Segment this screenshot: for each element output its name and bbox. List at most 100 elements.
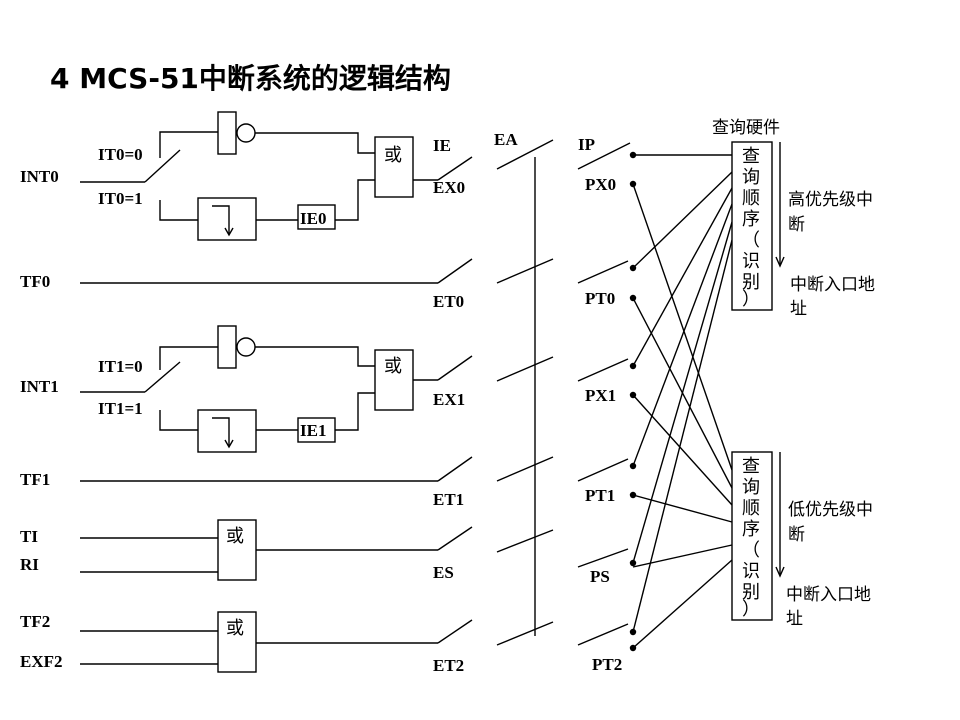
label-ie: IE [433,136,451,155]
ie0-flag-label: IE0 [300,209,326,228]
poll-box-high-text: 查 询 顺 序 （ 识 别 ） [742,146,760,310]
it1-switch [144,361,181,393]
ie1-flag-box [297,417,336,443]
high-priority-label-2: 断 [788,215,805,235]
label-it1-0: IT1=0 [98,357,143,376]
poll-low-arrow-head [775,566,785,578]
int0-inverter [217,111,237,155]
label-ea: EA [494,130,518,149]
it0-switch [144,149,181,183]
ie1-flag-label: IE1 [300,421,326,440]
ex1-switch [437,355,473,381]
svg-text:别: 别 [742,272,760,293]
or-gate-timer2-label: 或 [226,618,244,639]
or-gate-serial-label: 或 [226,526,244,547]
svg-text:识: 识 [742,251,760,272]
int0-inverter-out [255,132,375,154]
label-ps: PS [590,567,610,586]
int1-inverter-bubble [236,337,256,357]
int0-edge-path [159,200,198,221]
svg-text:别: 别 [742,582,760,603]
ie0-out [335,179,375,221]
low-entry-label-2: 址 [786,609,803,629]
svg-text:查: 查 [742,456,760,477]
low-priority-label-1: 低优先级中 [788,500,873,520]
high-entry-label-1: 中断入口地 [790,275,875,295]
label-et1: ET1 [433,490,464,509]
source-ti: TI [20,527,38,546]
int0-inverter-bubble [236,123,256,143]
or-gate-int0 [374,136,414,198]
int1-edge-detector [197,409,257,453]
et0-switch [437,258,473,284]
label-pt0: PT0 [585,289,615,308]
es-switch [437,526,473,551]
svg-text:序: 序 [742,519,760,540]
source-ri: RI [20,555,39,574]
source-tf1: TF1 [20,470,50,489]
et1-switch [437,456,473,482]
or-gate-int0-label: 或 [384,145,402,166]
source-tf2: TF2 [20,612,50,631]
int1-inverter [217,325,237,369]
poll-box-low-text: 查 询 顺 序 （ 识 别 ） [742,456,760,620]
high-priority-label-1: 高优先级中 [788,190,873,210]
source-exf2: EXF2 [20,652,63,671]
label-ip: IP [578,135,595,154]
label-ex1: EX1 [433,390,465,409]
label-pt2: PT2 [592,655,622,674]
label-es: ES [433,563,454,582]
priority-contacts [629,151,637,652]
low-priority-label-2: 断 [788,525,805,545]
ie1-out [335,392,375,431]
svg-text:查: 查 [742,146,760,167]
svg-text:）: ） [742,599,760,620]
int1-falling-edge-symbol [212,417,230,446]
priority-switches [577,142,631,646]
or-gate-timer2 [217,611,257,673]
poll-hardware-label: 查询硬件 [712,118,780,138]
int0-edge-detector [197,197,257,241]
svg-text:）: ） [742,289,760,310]
int0-level-path [159,131,218,158]
label-it0-0: IT0=0 [98,145,143,164]
or-gate-int1-label: 或 [384,356,402,377]
svg-text:询: 询 [742,167,760,188]
ie0-flag-box [297,204,336,230]
poll-box-high [731,141,773,311]
high-entry-label-2: 址 [790,299,807,319]
int1-edge-path [159,410,198,431]
source-int1: INT1 [20,377,59,396]
svg-text:顺: 顺 [742,188,760,209]
ea-switches [496,139,554,646]
int0-edge-arrow [224,227,234,237]
label-px1: PX1 [585,386,616,405]
label-ex0: EX0 [433,178,465,197]
poll-high-arrow-head [775,256,785,268]
priority-wiring [632,154,733,649]
int1-edge-arrow [224,439,234,449]
label-px0: PX0 [585,175,616,194]
ex0-switch [437,156,473,181]
int1-inverter-out [255,346,375,367]
low-entry-label-1: 中断入口地 [786,585,871,605]
label-et2: ET2 [433,656,464,675]
source-int0: INT0 [20,167,59,186]
label-pt1: PT1 [585,486,615,505]
svg-text:（: （ [742,540,760,561]
page-title: 4 MCS-51中断系统的逻辑结构 [50,62,451,95]
int0-falling-edge-symbol [212,205,230,234]
poll-box-low [731,451,773,621]
or-gate-int1 [374,349,414,411]
svg-text:序: 序 [742,209,760,230]
svg-text:识: 识 [742,561,760,582]
et2-switch [437,619,473,644]
svg-text:（: （ [742,230,760,251]
source-tf0: TF0 [20,272,50,291]
label-it1-1: IT1=1 [98,399,143,418]
svg-text:顺: 顺 [742,498,760,519]
label-it0-1: IT0=1 [98,189,143,208]
label-et0: ET0 [433,292,464,311]
int1-level-path [159,346,218,370]
